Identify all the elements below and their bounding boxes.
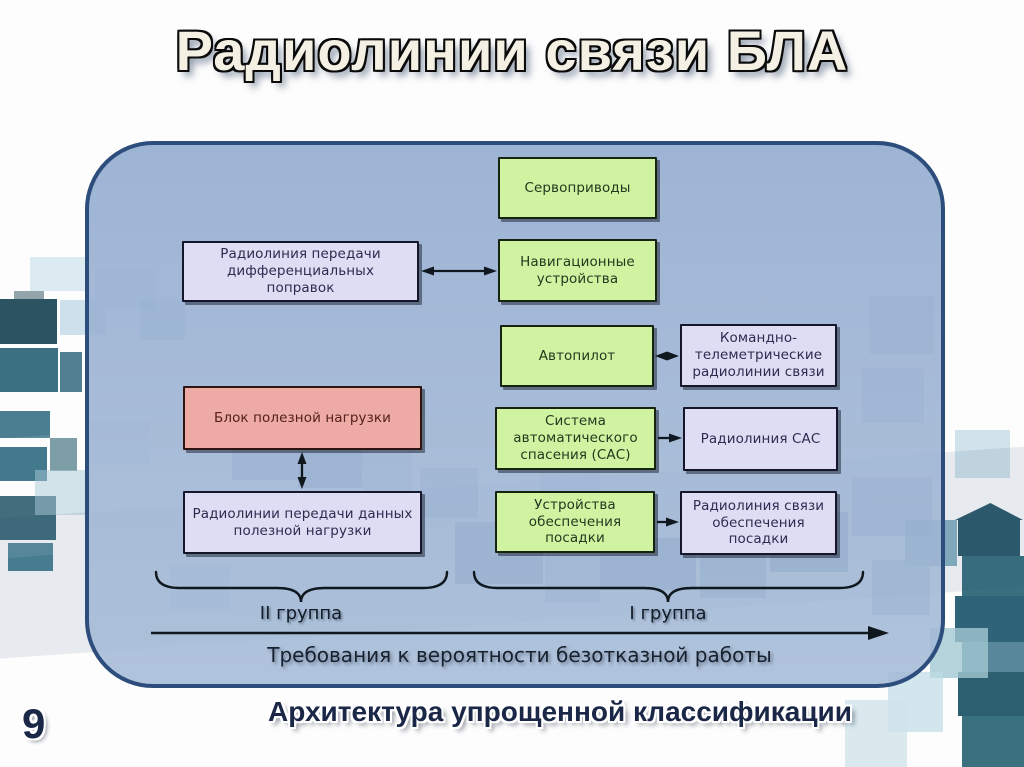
- box-payload-radio: Радиолинии передачи данных полезной нагр…: [183, 491, 422, 554]
- bg-shape: [35, 470, 90, 515]
- bg-shape: [0, 299, 57, 344]
- box-label: Сервоприводы: [524, 179, 631, 196]
- box-label: Радиолиния передачи дифференциальных поп…: [220, 246, 381, 296]
- bg-shape: [962, 716, 1024, 767]
- bg-shape: [958, 520, 1020, 556]
- group-label-1: I группа: [629, 603, 707, 624]
- box-radio-diff: Радиолиния передачи дифференциальных поп…: [182, 241, 419, 302]
- box-radio-sas: Радиолиния САС: [683, 407, 838, 471]
- bg-shape: [30, 257, 87, 291]
- box-nav: Навигационные устройства: [498, 239, 657, 302]
- bg-shape: [958, 672, 1024, 716]
- bg-shape: [845, 700, 907, 767]
- box-label: Навигационные устройства: [520, 253, 635, 287]
- box-label: Командно-телеметрические радиолинии связ…: [692, 330, 825, 380]
- slide-title: Радиолинии связи БЛА: [175, 19, 849, 82]
- box-label: Радиолиния связи обеспечения посадки: [692, 497, 825, 548]
- box-label: Радиолиния САС: [700, 430, 821, 447]
- box-label: Автопилот: [538, 347, 616, 364]
- box-sas: Система автоматического спасения (САС): [495, 407, 656, 470]
- box-autopilot: Автопилот: [500, 325, 654, 387]
- bg-shape: [14, 291, 44, 301]
- box-cmd-telemetry: Командно-телеметрические радиолинии связ…: [680, 324, 837, 387]
- bg-shape: [0, 348, 58, 392]
- bg-shape: [60, 352, 82, 392]
- box-label: Блок полезной нагрузки: [213, 409, 391, 426]
- bg-shape: [8, 543, 53, 571]
- box-servo: Сервоприводы: [498, 157, 657, 219]
- bg-shape: [0, 411, 50, 438]
- bg-shape: [955, 430, 1010, 478]
- box-label: Радиолинии передачи данных полезной нагр…: [192, 505, 413, 539]
- box-label: Устройства обеспечения посадки: [528, 496, 622, 547]
- box-payload: Блок полезной нагрузки: [183, 386, 422, 450]
- box-landing: Устройства обеспечения посадки: [495, 491, 655, 553]
- axis-label: Требования к вероятности безотказной раб…: [267, 643, 772, 667]
- bg-shape: [50, 438, 77, 471]
- group-label-2: II группа: [259, 603, 343, 624]
- box-landing-radio: Радиолиния связи обеспечения посадки: [680, 491, 837, 555]
- page-number: 9: [22, 700, 46, 747]
- box-label: Система автоматического спасения (САС): [513, 413, 638, 463]
- slide-caption: Архитектура упрощенной классификации: [268, 696, 852, 727]
- bg-shape: [962, 556, 1024, 596]
